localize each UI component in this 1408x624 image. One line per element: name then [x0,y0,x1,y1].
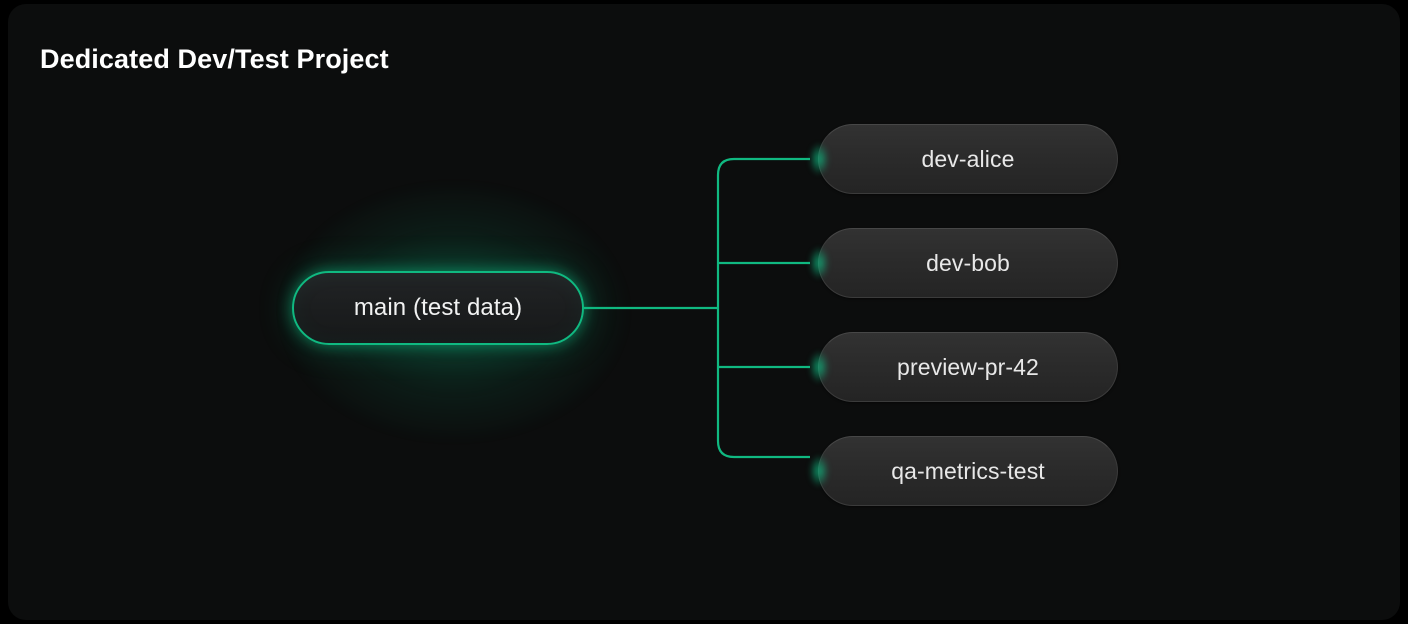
branch-node-label: dev-alice [921,145,1015,172]
root-node-label: main (test data) [353,294,523,321]
branch-node-dev-alice[interactable]: dev-alice [818,124,1118,194]
branch-tree-diagram: main (test data) dev-alice dev-bob previ… [8,4,1400,620]
branch-node-label: dev-bob [926,249,1010,276]
branch-node-label: qa-metrics-test [891,457,1045,484]
connector-lines [584,157,814,459]
diagram-card: Dedicated Dev/Test Project [8,4,1400,620]
branch-node-label: preview-pr-42 [897,353,1039,380]
branch-node-preview-pr-42[interactable]: preview-pr-42 [818,332,1118,402]
root-node-main[interactable]: main (test data) [292,271,584,345]
page-title: Dedicated Dev/Test Project [40,44,389,74]
branch-node-qa-metrics-test[interactable]: qa-metrics-test [818,436,1118,506]
branch-node-dev-bob[interactable]: dev-bob [818,228,1118,298]
